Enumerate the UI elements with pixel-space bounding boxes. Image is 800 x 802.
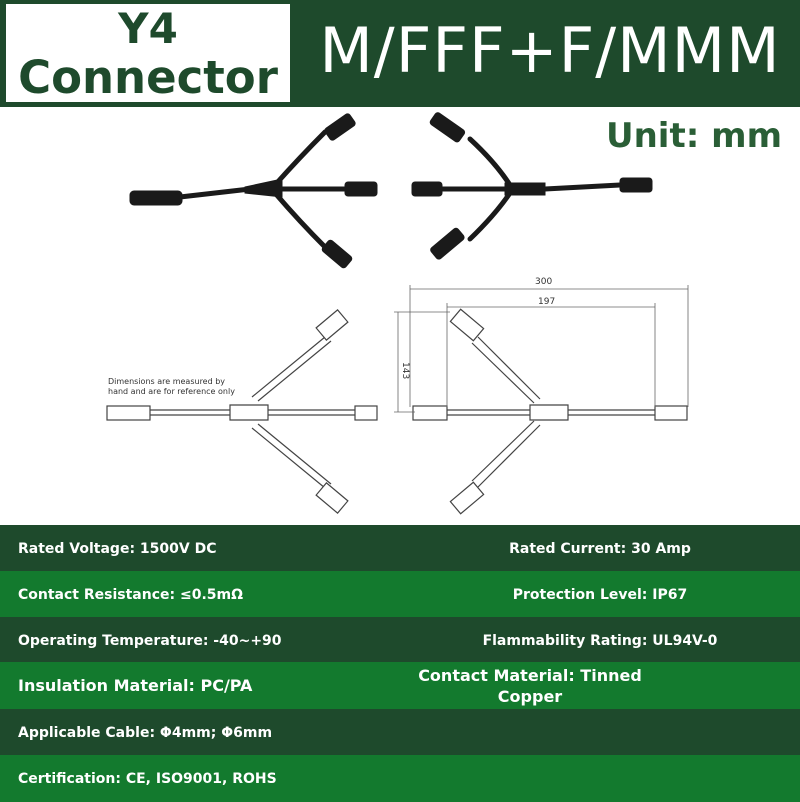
spec-contact-material: Contact Material: Tinned Copper (418, 665, 642, 706)
dimension-height: 143 (400, 362, 410, 379)
connector-photo-right (411, 112, 653, 260)
spec-table: Rated Voltage: 1500V DC Rated Current: 3… (0, 517, 800, 802)
dimension-partial: 197 (538, 297, 555, 307)
spec-row: Applicable Cable: Φ4mm; Φ6mm (0, 709, 800, 756)
connector-photo-left (129, 113, 378, 269)
spec-insulation-material: Insulation Material: PC/PA (18, 676, 253, 695)
spec-row: Contact Resistance: ≤0.5mΩ Protection Le… (0, 571, 800, 618)
model-code: M/FFF+F/MMM (319, 14, 781, 87)
dimension-lines (394, 285, 689, 413)
title-line-1: Y4 (118, 4, 178, 53)
connector-drawing: Dimensions are measured by hand and are … (106, 112, 689, 515)
spec-rated-voltage: Rated Voltage: 1500V DC (18, 540, 217, 557)
spec-applicable-cable: Applicable Cable: Φ4mm; Φ6mm (18, 724, 273, 741)
spec-protection-level: Protection Level: IP67 (512, 586, 688, 603)
title-line-2: Connector (18, 51, 278, 104)
spec-contact-resistance: Contact Resistance: ≤0.5mΩ (18, 586, 243, 603)
line-drawing-left (106, 309, 378, 514)
spec-certification: Certification: CE, ISO9001, ROHS (18, 770, 277, 787)
title-box: Y4 Connector (6, 4, 290, 102)
spec-row: Operating Temperature: -40~+90 Flammabil… (0, 617, 800, 664)
spec-rated-current: Rated Current: 30 Amp (509, 540, 691, 557)
spec-row: Certification: CE, ISO9001, ROHS (0, 755, 800, 802)
dimension-note-1: Dimensions are measured by (108, 377, 225, 386)
spec-row: Rated Voltage: 1500V DC Rated Current: 3… (0, 525, 800, 572)
line-drawing-right (412, 308, 688, 515)
spec-row: Insulation Material: PC/PA Contact Mater… (0, 662, 800, 709)
dimension-total: 300 (535, 277, 552, 287)
header-banner: Y4 Connector M/FFF+F/MMM (0, 0, 800, 107)
dimension-note-2: hand and are for reference only (108, 387, 235, 396)
spec-flammability-rating: Flammability Rating: UL94V-0 (482, 632, 718, 649)
spec-operating-temperature: Operating Temperature: -40~+90 (18, 632, 282, 649)
unit-label: Unit: mm (605, 116, 782, 156)
